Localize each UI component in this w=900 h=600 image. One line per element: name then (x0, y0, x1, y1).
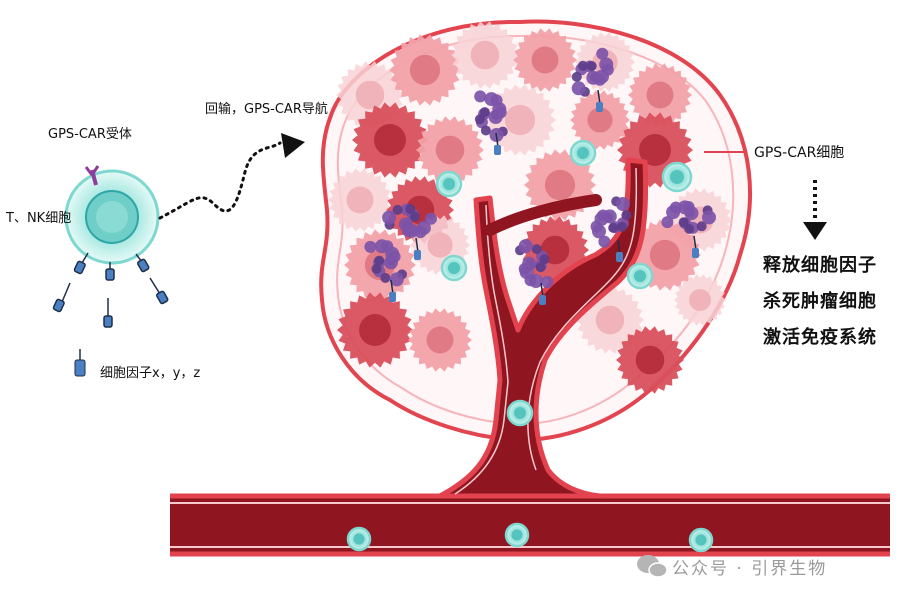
tumor-cell-nucleus (374, 124, 406, 156)
tumor-cell-nucleus (355, 80, 385, 110)
tumor-cell-nucleus (544, 169, 576, 201)
tumor-cell-nucleus (409, 54, 441, 86)
tumor-cell-nucleus (646, 81, 674, 109)
cytokine-cluster (382, 203, 437, 260)
watermark-text: 公众号 · 引界生物 (672, 559, 828, 579)
cytokine-legend-label: 细胞因子x，y，z (100, 366, 201, 381)
tumor-cell-nucleus (346, 186, 374, 214)
tumor-cell-nucleus (635, 345, 665, 375)
infusion-arrow (158, 141, 282, 220)
tumor-cell-nucleus (531, 46, 559, 74)
effect-release-cytokines: 释放细胞因子 (763, 255, 877, 276)
car-cell-nucleus (514, 407, 526, 419)
tumor-cell-nucleus (504, 104, 536, 136)
effect-kill-tumor: 杀死肿瘤细胞 (763, 291, 877, 312)
tumor-cell-nucleus (649, 239, 681, 271)
tumor-cell-nucleus (426, 326, 454, 354)
car-cell-nucleus (448, 262, 460, 274)
car-cell-nucleus (511, 529, 523, 541)
car-cell-nucleus (443, 178, 455, 190)
tumor-cell-nucleus (639, 134, 671, 166)
t-nk-cell (64, 169, 160, 265)
wechat-icon (637, 555, 668, 578)
t-nk-cell-label: T、NK细胞 (6, 211, 72, 226)
tumor-cell-nucleus (689, 289, 711, 311)
cytokine-legend-icon (74, 349, 86, 377)
car-cells (346, 139, 714, 553)
cytokine-cluster (661, 200, 716, 258)
car-cell-nucleus (695, 534, 707, 546)
infusion-arrow-head-icon (281, 133, 305, 158)
cytokine-clusters (364, 47, 716, 305)
cytokine-cluster (474, 90, 508, 155)
infusion-label: 回输，GPS-CAR导航 (205, 102, 328, 117)
cytokine-cluster (364, 239, 407, 302)
cytokine-cluster (571, 47, 614, 112)
tumor-cell-nucleus (595, 305, 625, 335)
cytokine-markers (52, 252, 169, 328)
cytokine-cluster (515, 239, 554, 305)
blood-vessel (170, 157, 890, 557)
cytokine-cluster (590, 196, 632, 262)
gps-car-cell-label: GPS-CAR细胞 (754, 145, 845, 161)
effect-activate-immune: 激活免疫系统 (763, 327, 877, 348)
car-receptor-icon (84, 165, 100, 186)
receptor-label: GPS-CAR受体 (48, 127, 132, 142)
tumor-cell-nucleus (587, 107, 613, 133)
tumor-cell-nucleus (427, 232, 453, 258)
tumor-cell-nucleus (435, 135, 465, 165)
car-cell-nucleus (670, 170, 684, 184)
tumor-cell-nucleus (359, 314, 391, 346)
car-cell-nucleus (353, 533, 365, 545)
tumor-cell-nucleus (470, 40, 500, 70)
car-cell-nucleus (634, 270, 646, 282)
car-cell-nucleus (577, 147, 589, 159)
effects-arrow-head-icon (803, 222, 827, 240)
